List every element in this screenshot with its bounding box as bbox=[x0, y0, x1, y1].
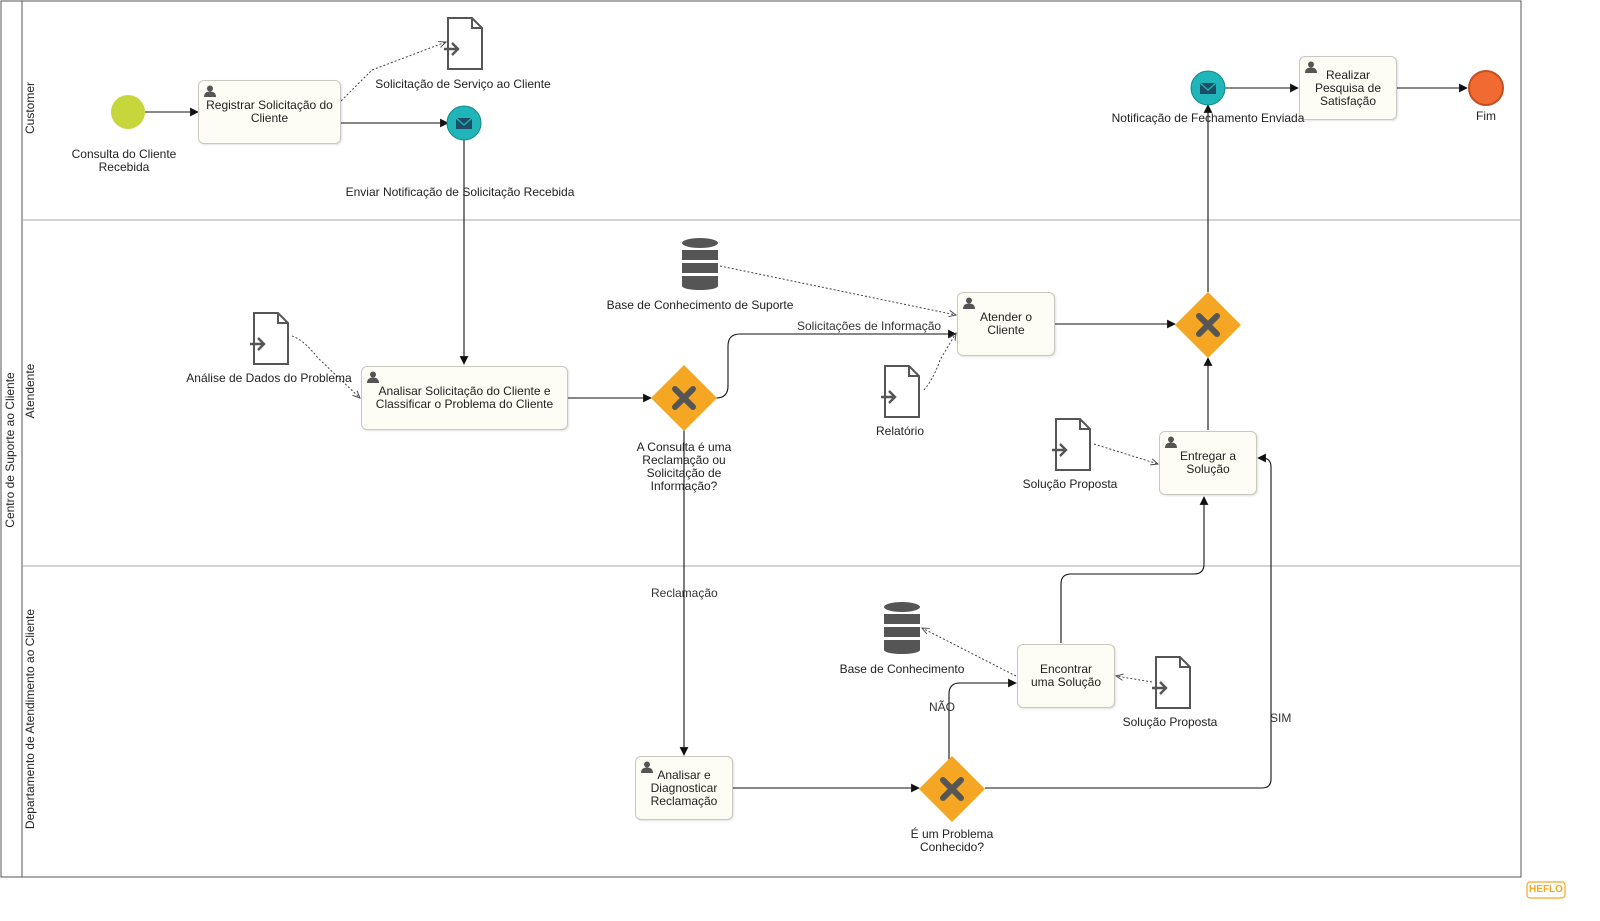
user-icon bbox=[1305, 61, 1317, 73]
task-label: Analisar Solicitação do Cliente e Classi… bbox=[375, 384, 554, 411]
heflo-logo-mark bbox=[1526, 881, 1566, 899]
doc-solicitacao-label: Solicitação de Serviço ao Cliente bbox=[375, 77, 551, 91]
message-received-label: Enviar Notificação de Solicitação Recebi… bbox=[345, 185, 575, 199]
task-label: Entregar a Solução bbox=[1179, 449, 1237, 476]
task-pesquisa[interactable]: Realizar Pesquisa de Satisfação bbox=[1299, 56, 1397, 120]
task-label: Analisar e Diagnosticar Reclamação bbox=[650, 767, 718, 808]
user-icon bbox=[204, 85, 216, 97]
task-encontrar[interactable]: Encontrar uma Solução bbox=[1017, 644, 1115, 708]
task-registrar[interactable]: Registrar Solicitação do Cliente bbox=[198, 80, 341, 144]
flow-label-solicitacoes: Solicitações de Informação bbox=[797, 319, 942, 333]
doc-relatorio-label: Relatório bbox=[875, 424, 925, 438]
database-icon bbox=[682, 238, 718, 290]
db-suporte-label: Base de Conhecimento de Suporte bbox=[606, 298, 794, 312]
document-icon bbox=[444, 17, 483, 70]
gateway-consulta-label: A Consulta é uma Reclamação ou Solicitaç… bbox=[636, 440, 732, 493]
gateway-consulta bbox=[651, 365, 717, 431]
gateway-merge bbox=[1175, 292, 1241, 358]
gateway-conhecido bbox=[919, 756, 985, 822]
document-icon bbox=[250, 312, 289, 365]
sequence-flows bbox=[145, 83, 1468, 793]
flow-gateway2-entregar bbox=[985, 453, 1272, 789]
document-icon bbox=[881, 365, 920, 418]
message-event-closing bbox=[1190, 70, 1226, 106]
lane-title-departamento: Departamento de Atendimento ao Cliente bbox=[23, 608, 37, 830]
flow-gateway-atender bbox=[715, 329, 957, 399]
document-icon bbox=[1152, 656, 1191, 709]
heflo-logo: HEFLO bbox=[1529, 884, 1563, 895]
gateway-conhecido-label: É um Problema Conhecido? bbox=[910, 827, 994, 854]
task-analisar-classificar[interactable]: Analisar Solicitação do Cliente e Classi… bbox=[361, 366, 568, 430]
message-event-received bbox=[446, 105, 482, 141]
doc-solucao-label: Solução Proposta bbox=[1022, 477, 1118, 491]
end-event-label: Fim bbox=[1476, 109, 1496, 123]
task-label: Registrar Solicitação do Cliente bbox=[206, 98, 333, 125]
task-label: Atender o Cliente bbox=[979, 310, 1033, 337]
flow-label-reclamacao: Reclamação bbox=[651, 586, 718, 600]
associations bbox=[291, 42, 1158, 683]
doc-solucao-label: Solução Proposta bbox=[1122, 715, 1218, 729]
flow-label-sim: SIM bbox=[1270, 711, 1292, 725]
message-closing-label: Notificação de Fechamento Enviada bbox=[1111, 111, 1305, 125]
lane-title-customer: Customer bbox=[23, 82, 37, 135]
document-icon bbox=[1052, 418, 1091, 471]
user-icon bbox=[963, 297, 975, 309]
database-icon bbox=[884, 602, 920, 654]
task-label: Realizar Pesquisa de Satisfação bbox=[1314, 67, 1382, 108]
task-label: Encontrar uma Solução bbox=[1030, 662, 1102, 689]
start-event-label: Consulta do Cliente Recebida bbox=[71, 147, 177, 174]
pool-title: Centro de Suporte ao Cliente bbox=[3, 372, 17, 528]
user-icon bbox=[367, 371, 379, 383]
flow-label-nao: NÃO bbox=[929, 700, 956, 714]
doc-analise-label: Análise de Dados do Problema bbox=[186, 371, 352, 385]
start-event bbox=[111, 95, 145, 129]
flow-encontrar-entregar bbox=[1060, 496, 1209, 643]
lane-title-atendente: Atendente bbox=[23, 363, 37, 419]
end-event bbox=[1468, 70, 1504, 106]
db-conhecimento-label: Base de Conhecimento bbox=[839, 662, 965, 676]
flow-gateway2-encontrar bbox=[948, 678, 1017, 760]
user-icon bbox=[1165, 436, 1177, 448]
user-icon bbox=[641, 761, 653, 773]
task-analisar-diagnosticar[interactable]: Analisar e Diagnosticar Reclamação bbox=[635, 756, 733, 820]
task-entregar[interactable]: Entregar a Solução bbox=[1159, 431, 1257, 495]
task-atender[interactable]: Atender o Cliente bbox=[957, 292, 1055, 356]
